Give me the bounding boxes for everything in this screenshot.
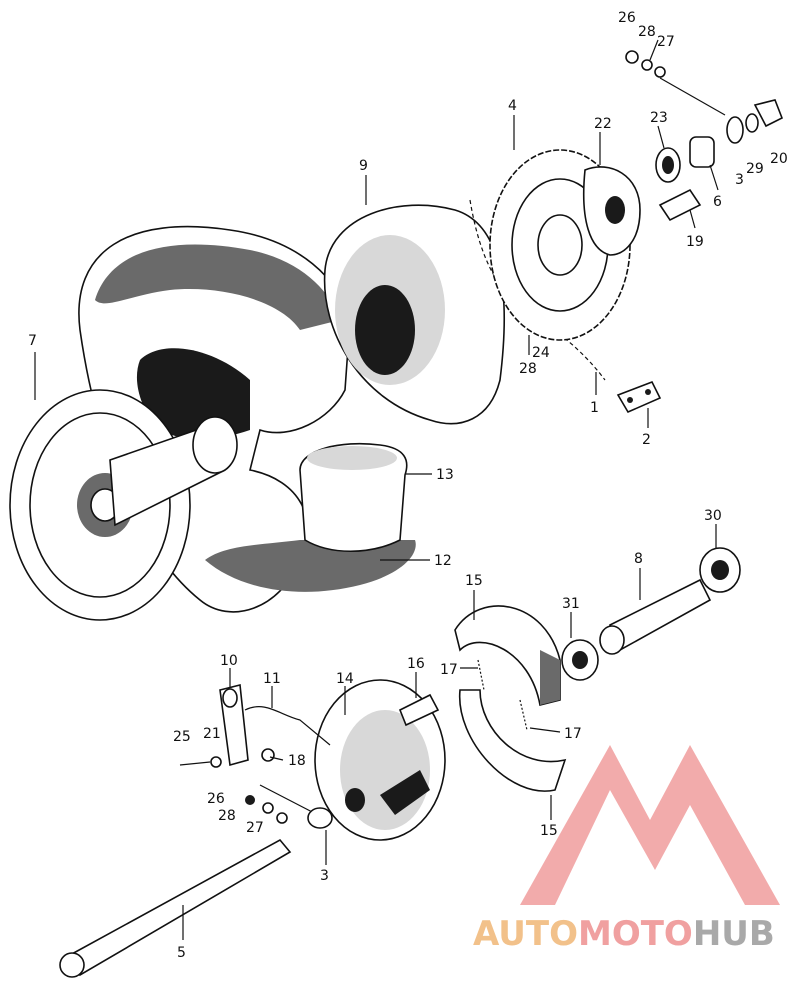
watermark-logo: AUTOMOTOHUB xyxy=(473,745,780,954)
callout-17a: 17 xyxy=(440,662,458,678)
callout-5: 5 xyxy=(177,945,186,961)
watermark-moto: MOTO xyxy=(578,914,693,954)
callout-4: 4 xyxy=(508,98,517,114)
callout-7: 7 xyxy=(28,333,37,349)
callout-17b: 17 xyxy=(564,726,582,742)
callout-9: 9 xyxy=(359,158,368,174)
callout-25: 25 xyxy=(173,729,191,745)
callout-13: 13 xyxy=(436,467,454,483)
callout-11: 11 xyxy=(263,671,281,687)
master-link xyxy=(616,380,662,414)
brake-arm-parts xyxy=(179,684,331,768)
callout-29: 29 xyxy=(746,161,764,177)
callout-3a: 3 xyxy=(735,172,744,188)
callout-22: 22 xyxy=(594,116,612,132)
callout-23: 23 xyxy=(650,110,668,126)
drive-chain xyxy=(469,199,606,381)
wheel-hub xyxy=(9,389,238,621)
callout-labels: 1 2 3 3 4 5 6 7 8 9 10 11 12 13 14 15 15… xyxy=(28,10,788,961)
callout-18: 18 xyxy=(288,753,306,769)
sprocket-hub xyxy=(582,166,641,256)
callout-30: 30 xyxy=(704,508,722,524)
callout-16: 16 xyxy=(407,656,425,672)
callout-8: 8 xyxy=(634,551,643,567)
axle-bolt xyxy=(59,838,292,978)
callout-26b: 26 xyxy=(207,791,225,807)
callout-27b: 27 xyxy=(246,820,264,836)
callout-21: 21 xyxy=(203,726,221,742)
callout-2: 2 xyxy=(642,432,651,448)
callout-15a: 15 xyxy=(465,573,483,589)
brake-drum-cover xyxy=(323,204,506,425)
callout-27a: 27 xyxy=(657,34,675,50)
callout-15b: 15 xyxy=(540,823,558,839)
callout-14: 14 xyxy=(336,671,354,687)
callout-28a: 28 xyxy=(638,24,656,40)
callout-28c: 28 xyxy=(218,808,236,824)
callout-28b: 28 xyxy=(519,361,537,377)
brake-shoes xyxy=(454,605,567,792)
callout-12: 12 xyxy=(434,553,452,569)
anchor-plate-parts xyxy=(245,784,333,829)
callout-20: 20 xyxy=(770,151,788,167)
callout-3b: 3 xyxy=(320,868,329,884)
callout-6: 6 xyxy=(713,194,722,210)
watermark-text: AUTOMOTOHUB xyxy=(473,914,775,954)
axle-right-side-parts xyxy=(625,50,784,222)
watermark-auto: AUTO xyxy=(473,914,578,954)
leader-lines xyxy=(34,39,719,940)
callout-19: 19 xyxy=(686,234,704,250)
callout-10: 10 xyxy=(220,653,238,669)
brake-cam xyxy=(398,693,440,727)
callout-26a: 26 xyxy=(618,10,636,26)
watermark-triangle-mark xyxy=(520,745,780,905)
callout-31: 31 xyxy=(562,596,580,612)
callout-1: 1 xyxy=(590,400,599,416)
watermark-hub: HUB xyxy=(693,914,775,954)
callout-24: 24 xyxy=(532,345,550,361)
axle-sleeve-and-bearings xyxy=(561,547,741,681)
inner-tube xyxy=(299,442,408,552)
